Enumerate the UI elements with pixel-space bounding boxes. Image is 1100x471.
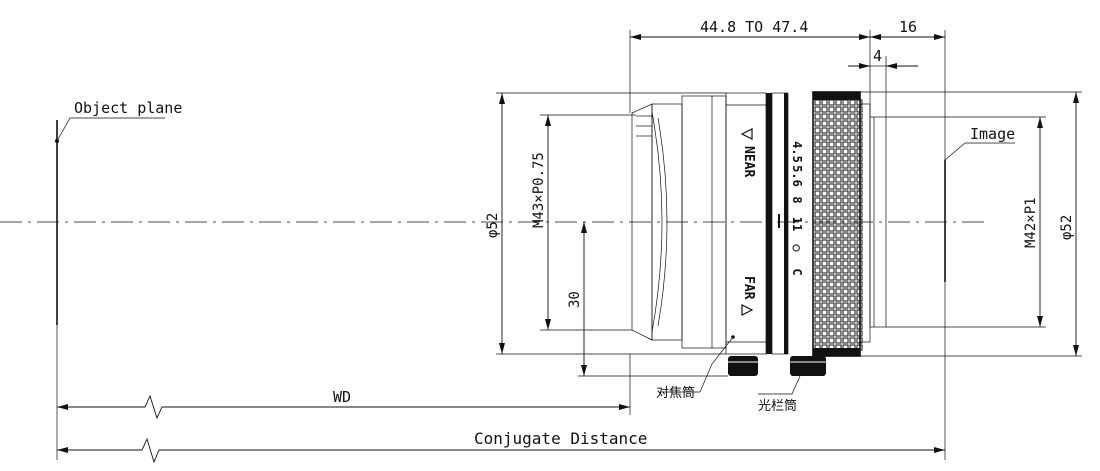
dim-rear-diameter: φ52 — [860, 91, 1082, 357]
dim-working-distance: WD — [56, 325, 631, 460]
focus-ring-label: 对焦筒 — [656, 385, 695, 401]
aperture-mark: ○ — [790, 244, 804, 252]
image-label: Image — [970, 125, 1015, 143]
aperture-mark: 4.5 — [790, 141, 804, 163]
dim-height-30: 30 — [567, 222, 728, 377]
dim-rear-thread: M42×P1 — [886, 116, 1046, 328]
focus-direction-markings: NEAR FAR — [740, 128, 756, 316]
conjugate-distance-label: Conjugate Distance — [474, 429, 647, 448]
front-diameter-value: φ52 — [485, 213, 501, 238]
aperture-scale: 4.5 5.6 8 11 ○ C — [790, 141, 804, 275]
near-arrow-icon — [740, 128, 753, 140]
rear-thread-value: M42×P1 — [1023, 197, 1039, 248]
aperture-mark: 5.6 — [790, 165, 804, 187]
aperture-mark: C — [790, 268, 804, 275]
front-thread-value: M43×P0.75 — [531, 152, 547, 228]
lens-body — [631, 91, 887, 376]
object-plane-leader — [56, 117, 165, 142]
rear-diameter-value: φ52 — [1059, 215, 1075, 240]
aperture-mark: 11 — [790, 217, 804, 231]
dim-length-range: 44.8 TO 47.4 — [629, 18, 871, 117]
object-plane-label: Object plane — [74, 99, 182, 117]
dim-front-diameter: φ52 — [485, 92, 726, 355]
iris-ring-label: 光栏筒 — [758, 398, 797, 414]
dim-flange-16: 16 — [870, 18, 946, 160]
iris-lock-knob — [790, 356, 826, 376]
dim-front-thread: M43×P0.75 — [531, 114, 636, 331]
far-label: FAR — [741, 276, 756, 300]
flange-4-value: 4 — [873, 47, 882, 65]
wd-label: WD — [333, 388, 351, 406]
dim-flange-4: 4 — [848, 47, 918, 117]
near-label: NEAR — [741, 146, 756, 177]
knurl-pattern — [814, 99, 863, 351]
flange-16-value: 16 — [899, 18, 917, 36]
focus-ring-callout: 对焦筒 — [656, 336, 734, 401]
focus-ring-band — [766, 93, 772, 354]
dim-conjugate-distance: Conjugate Distance — [57, 282, 946, 464]
image-label-leader — [944, 142, 1015, 161]
far-arrow-icon — [741, 304, 754, 316]
height-30-value: 30 — [567, 291, 583, 308]
length-range-value: 44.8 TO 47.4 — [700, 18, 808, 36]
iris-ring-callout: 光栏筒 — [758, 375, 801, 414]
aperture-mark: 8 — [790, 196, 804, 203]
focus-lock-knob — [728, 356, 758, 376]
